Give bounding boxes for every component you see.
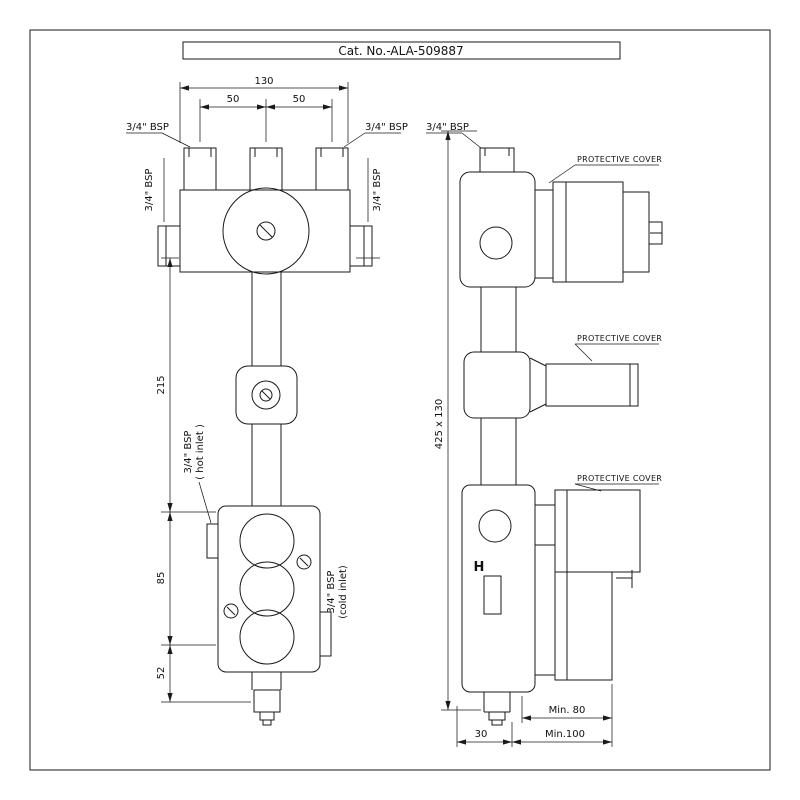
dim-min-80: Min. 80 <box>549 705 586 716</box>
dim-52: 52 <box>156 667 167 680</box>
dim-50-right: 50 <box>293 94 306 105</box>
label-protective-cover-top: PROTECTIVE COVER <box>577 155 662 164</box>
title-box <box>182 41 621 60</box>
catalog-number: Cat. No.-ALA-509887 <box>338 44 463 58</box>
front-view-dimensions: 130 50 50 3/4" BSP 3/4" BSP 3/4" BSP 3 <box>126 76 408 703</box>
label-cold-inlet: (cold inlet) <box>338 565 349 619</box>
dim-overall: 425 x 130 <box>434 399 445 449</box>
side-view-outline <box>459 147 663 726</box>
label-protective-cover-bottom: PROTECTIVE COVER <box>577 474 662 483</box>
title-block: Cat. No.-ALA-509887 <box>182 41 621 60</box>
label-hot-inlet-bsp: 3/4" BSP <box>183 431 194 474</box>
dim-85: 85 <box>156 572 167 585</box>
dim-130: 130 <box>254 76 273 87</box>
dim-215: 215 <box>156 375 167 394</box>
label-bsp-top-right: 3/4" BSP <box>365 122 408 133</box>
label-bsp-side-top: 3/4" BSP <box>426 122 469 133</box>
label-bsp-top-left: 3/4" BSP <box>126 122 169 133</box>
dim-min-100: Min.100 <box>545 729 585 740</box>
side-view: H 3/4" BSP PROTECTIVE COVER PROTECTIVE C… <box>426 122 663 747</box>
sheet-border <box>29 29 771 771</box>
label-protective-cover-middle: PROTECTIVE COVER <box>577 334 662 343</box>
dim-30: 30 <box>475 729 488 740</box>
side-view-labels: H 3/4" BSP PROTECTIVE COVER PROTECTIVE C… <box>426 122 662 747</box>
label-bsp-side-left: 3/4" BSP <box>144 169 155 212</box>
dim-50-left: 50 <box>227 94 240 105</box>
label-hot-inlet: ( hot inlet ) <box>195 424 206 480</box>
label-cold-inlet-bsp: 3/4" BSP <box>326 571 337 614</box>
label-bsp-side-right: 3/4" BSP <box>372 169 383 212</box>
front-view: 130 50 50 3/4" BSP 3/4" BSP 3/4" BSP 3 <box>126 76 408 726</box>
hot-side-marking: H <box>474 560 485 575</box>
